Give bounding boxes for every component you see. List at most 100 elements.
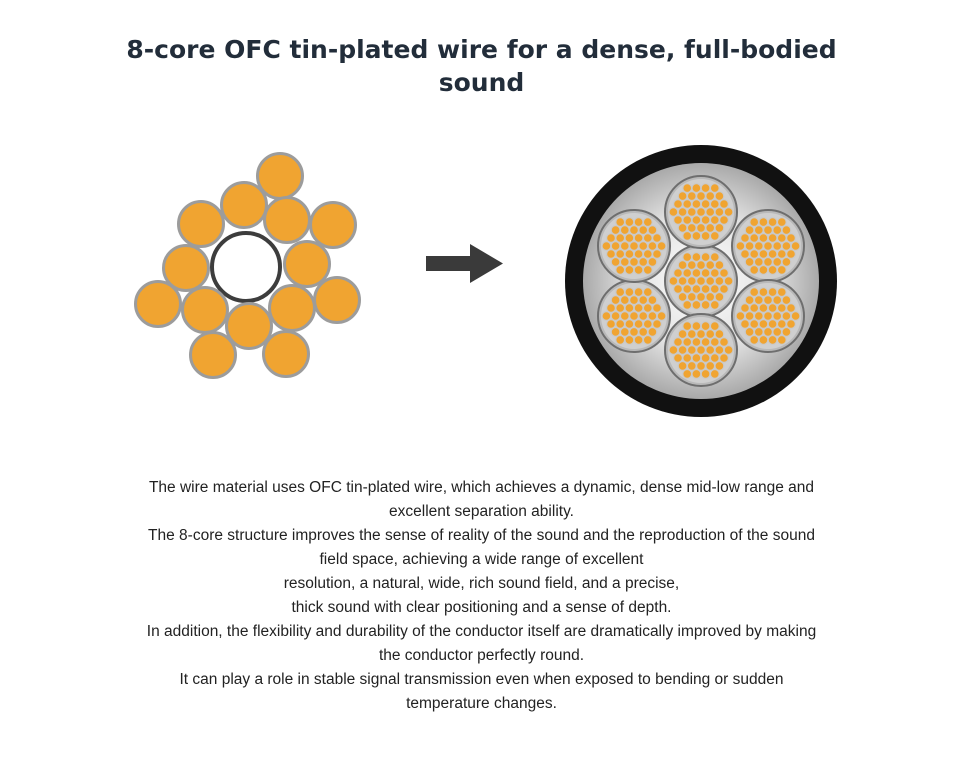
fine-strand xyxy=(642,287,653,298)
fine-strand xyxy=(605,303,616,314)
fine-strand xyxy=(672,268,683,279)
fine-strand xyxy=(619,295,630,306)
fine-strand xyxy=(691,268,702,279)
fine-strand xyxy=(686,291,697,302)
fine-strand xyxy=(638,225,649,236)
fine-strand xyxy=(672,337,683,348)
strand xyxy=(263,196,311,244)
fine-strand xyxy=(709,284,720,295)
fine-strand xyxy=(610,326,621,337)
fine-strand xyxy=(647,225,658,236)
fine-strand xyxy=(718,353,729,364)
cable-cross-section-diagram xyxy=(565,145,837,417)
fine-strand xyxy=(677,206,688,217)
fine-strand xyxy=(610,295,621,306)
fine-strand xyxy=(758,334,769,345)
fine-strand xyxy=(749,334,760,345)
fine-strand xyxy=(718,214,729,225)
fine-strand xyxy=(790,311,801,322)
fine-strand xyxy=(615,264,626,275)
fine-strand xyxy=(624,264,635,275)
fine-strand xyxy=(709,368,720,379)
fine-strand xyxy=(638,240,649,251)
strand xyxy=(283,240,331,288)
arrow-shaft xyxy=(426,256,474,271)
strand xyxy=(220,181,268,229)
fine-strand xyxy=(705,222,716,233)
fine-strand xyxy=(695,329,706,340)
fine-strand xyxy=(691,183,702,194)
fine-strand xyxy=(709,337,720,348)
fine-strand xyxy=(700,368,711,379)
fine-strand xyxy=(677,191,688,202)
fine-strand xyxy=(705,329,716,340)
strand xyxy=(162,244,210,292)
fine-strand xyxy=(695,276,706,287)
fine-strand xyxy=(624,232,635,243)
fine-strand xyxy=(619,240,630,251)
fine-strand xyxy=(628,256,639,267)
fine-strand xyxy=(682,321,693,332)
fine-strand xyxy=(686,329,697,340)
fine-strand xyxy=(677,329,688,340)
fine-strand xyxy=(624,287,635,298)
fine-strand xyxy=(610,311,621,322)
fine-strand xyxy=(776,319,787,330)
fine-strand xyxy=(718,198,729,209)
fine-strand xyxy=(628,225,639,236)
description-line: The wire material uses OFC tin-plated wi… xyxy=(148,479,815,496)
fine-strand xyxy=(695,260,706,271)
fine-strand xyxy=(772,225,783,236)
fine-strand xyxy=(758,248,769,259)
fine-strand xyxy=(610,240,621,251)
fine-strand xyxy=(758,232,769,243)
fine-strand xyxy=(767,217,778,228)
fine-strand xyxy=(628,326,639,337)
fine-strand xyxy=(651,303,662,314)
fine-strand xyxy=(709,198,720,209)
strand xyxy=(181,286,229,334)
fine-strand xyxy=(767,248,778,259)
fine-strand xyxy=(642,264,653,275)
fine-strand xyxy=(695,291,706,302)
fine-strand xyxy=(781,326,792,337)
fine-strand xyxy=(651,248,662,259)
strand xyxy=(309,201,357,249)
fine-strand xyxy=(615,248,626,259)
fine-strand xyxy=(762,311,773,322)
fine-strand xyxy=(785,319,796,330)
fine-strand xyxy=(628,240,639,251)
fine-strand xyxy=(672,353,683,364)
fine-strand xyxy=(647,295,658,306)
fine-strand xyxy=(682,268,693,279)
fine-strand xyxy=(781,225,792,236)
fine-strand xyxy=(695,345,706,356)
fine-strand xyxy=(709,252,720,263)
fine-strand xyxy=(758,264,769,275)
fine-strand xyxy=(776,232,787,243)
fine-strand xyxy=(677,260,688,271)
description-line: thick sound with clear positioning and a… xyxy=(291,599,672,616)
fine-strand xyxy=(682,284,693,295)
fine-strand xyxy=(677,291,688,302)
fine-strand xyxy=(686,276,697,287)
fine-strand xyxy=(714,191,725,202)
fine-strand xyxy=(638,295,649,306)
fine-strand xyxy=(781,256,792,267)
fine-strand xyxy=(735,311,746,322)
fine-strand xyxy=(714,329,725,340)
fine-strand xyxy=(682,299,693,310)
fine-strand xyxy=(744,240,755,251)
fine-strand xyxy=(682,214,693,225)
fine-strand xyxy=(790,240,801,251)
fine-strand xyxy=(767,319,778,330)
fine-strand xyxy=(651,319,662,330)
fine-strand xyxy=(668,345,679,356)
fine-strand xyxy=(762,326,773,337)
fine-strand xyxy=(691,214,702,225)
fine-strand xyxy=(633,287,644,298)
conductor-bundle xyxy=(597,279,671,353)
fine-strand xyxy=(691,198,702,209)
fine-strand xyxy=(753,326,764,337)
page-title: 8-core OFC tin-plated wire for a dense, … xyxy=(0,33,963,99)
